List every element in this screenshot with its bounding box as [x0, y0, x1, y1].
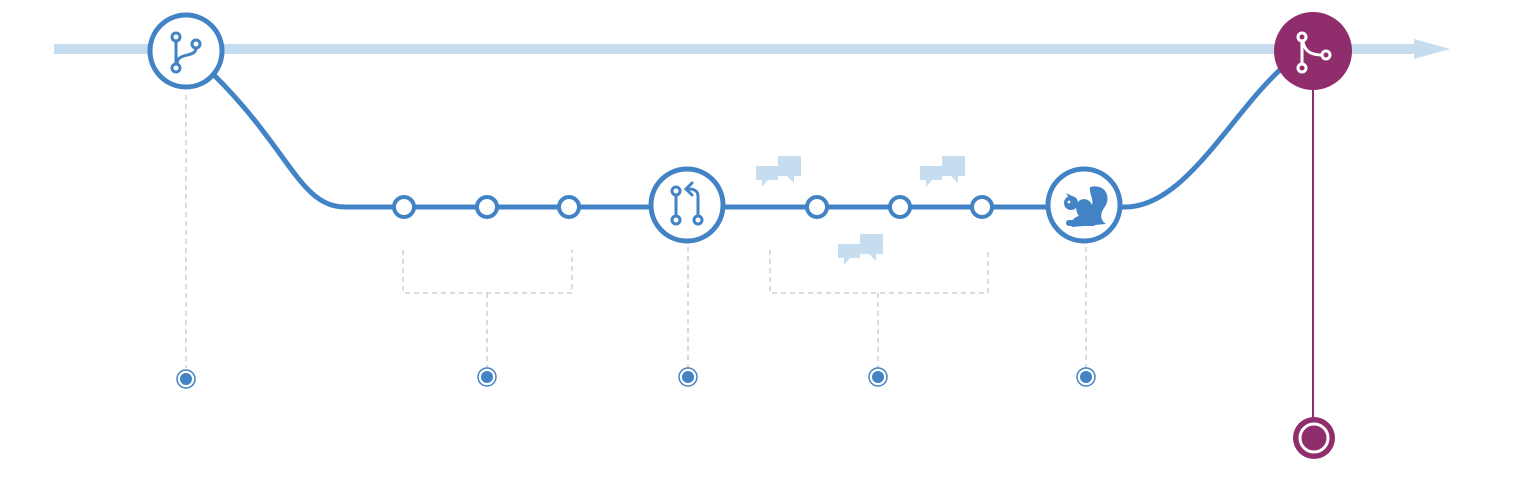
branch-node	[147, 12, 225, 90]
main-line-arrowhead	[1414, 39, 1450, 59]
commit-group-2	[805, 195, 994, 219]
commit-node	[392, 195, 416, 219]
commit-node	[805, 195, 829, 219]
comment-discussion-icon	[756, 156, 801, 187]
comment-discussion-icon	[838, 234, 883, 265]
git-branch-icon	[170, 31, 202, 74]
stage-marker	[176, 369, 196, 389]
comment-discussion-icon	[920, 156, 965, 187]
commit-node	[888, 195, 912, 219]
feature-branch-path	[211, 66, 1284, 210]
stage-marker	[1076, 367, 1096, 387]
guide-commits-bracket	[402, 250, 573, 294]
pull-request-node	[648, 166, 726, 244]
stage-marker	[868, 367, 888, 387]
pull-request-node-ring	[648, 166, 726, 244]
squirrel-icon	[1064, 186, 1108, 227]
stage-marker	[477, 367, 497, 387]
commit-group-1	[392, 195, 581, 219]
stage-markers	[176, 367, 1096, 389]
merge-end-marker	[1293, 417, 1335, 459]
main-line-bar	[54, 44, 1420, 54]
commit-node	[475, 195, 499, 219]
commit-node	[970, 195, 994, 219]
merge-node-fill	[1274, 12, 1352, 90]
guide-lines	[185, 95, 1087, 368]
pull-request-icon	[670, 181, 704, 226]
stage-marker	[678, 367, 698, 387]
commit-node	[557, 195, 581, 219]
merge-node	[1274, 12, 1352, 90]
deploy-node	[1045, 166, 1123, 244]
branch-node-ring	[147, 12, 225, 90]
git-merge-icon	[1296, 31, 1332, 74]
main-line	[54, 39, 1450, 59]
guide-discussion-bracket	[769, 250, 989, 294]
